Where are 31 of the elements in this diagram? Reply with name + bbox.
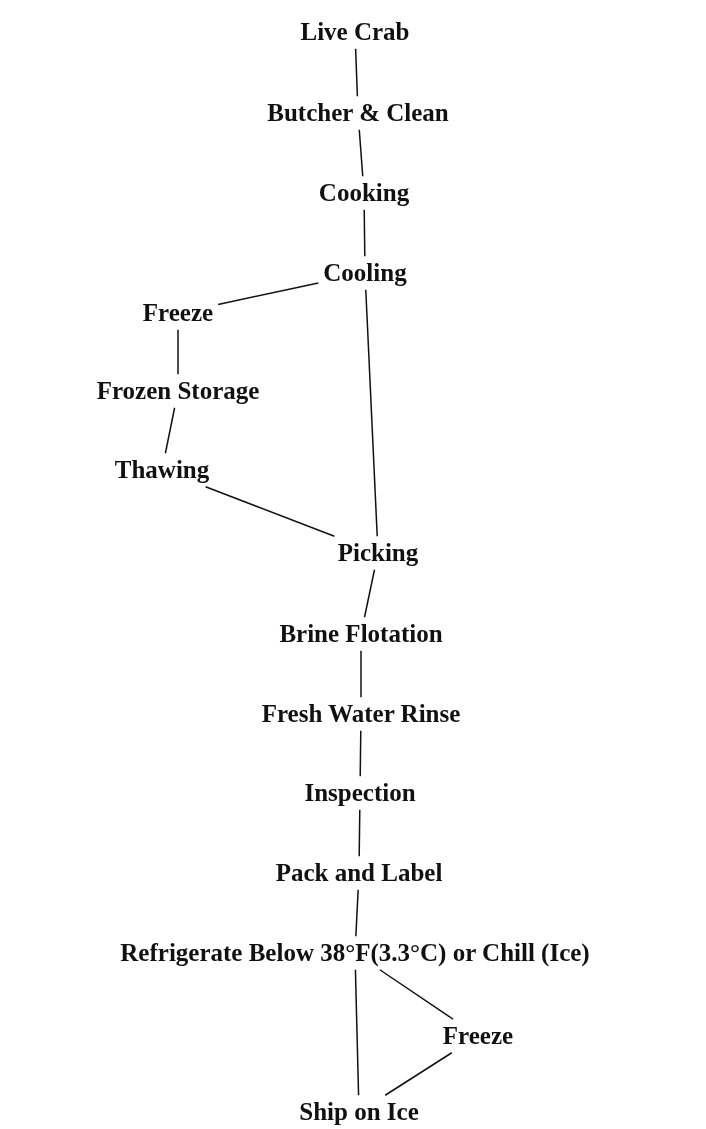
- connector-line: [363, 209, 366, 257]
- connector-line: [360, 650, 362, 698]
- connector-line: [359, 730, 362, 777]
- step-label: Ship on Ice: [297, 1098, 421, 1126]
- connector-line: [217, 282, 320, 306]
- connector-line: [177, 329, 179, 375]
- step-label: Cooking: [316, 179, 412, 207]
- connector-line: [204, 486, 336, 537]
- step-label: Cooling: [321, 259, 409, 287]
- connector-line: [379, 969, 454, 1020]
- step-label: Refrigerate Below 38°F(3.3°C) or Chill (Ice): [118, 939, 592, 967]
- connector-line: [384, 1052, 453, 1096]
- step-label: Fresh Water Rinse: [259, 700, 463, 728]
- connector-line: [164, 407, 176, 454]
- step-label: Butcher & Clean: [265, 99, 451, 127]
- step-label: Freeze: [140, 299, 216, 327]
- connector-line: [365, 289, 378, 537]
- step-label: Inspection: [302, 779, 418, 807]
- step-label: Thawing: [112, 456, 212, 484]
- connector-line: [354, 48, 359, 97]
- step-label: Frozen Storage: [94, 377, 262, 405]
- connector-line: [354, 969, 360, 1096]
- connector-line: [358, 809, 361, 857]
- connector-line: [358, 129, 364, 177]
- step-label: Freeze: [440, 1022, 516, 1050]
- connector-line: [363, 569, 376, 618]
- step-label: Pack and Label: [273, 859, 445, 887]
- step-label: Live Crab: [298, 18, 412, 46]
- connector-line: [355, 889, 359, 937]
- step-label: Brine Flotation: [277, 620, 445, 648]
- step-label: Picking: [335, 539, 421, 567]
